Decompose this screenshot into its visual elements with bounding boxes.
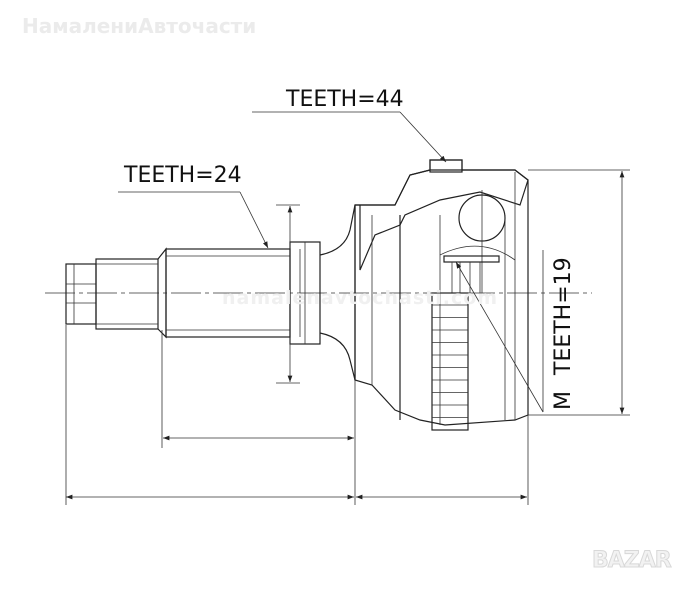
label-teeth-24: TEETH=24 bbox=[123, 163, 242, 188]
label-thread-m: M bbox=[551, 391, 576, 410]
callout-teeth-24: TEETH=24 bbox=[118, 163, 269, 249]
label-teeth-44: TEETH=44 bbox=[285, 87, 404, 112]
bazar-logo: BAZAR bbox=[592, 548, 673, 574]
callout-teeth-44: TEETH=44 bbox=[252, 87, 447, 163]
callout-teeth-19: TEETH=19 M bbox=[455, 250, 576, 413]
outer-housing bbox=[354, 159, 529, 426]
abs-ring bbox=[431, 292, 469, 431]
watermark-top: НамалениАвточасти bbox=[22, 14, 257, 38]
dimension-lines bbox=[65, 169, 630, 505]
label-teeth-19: TEETH=19 bbox=[551, 257, 576, 376]
watermark-center: namalenavtochasti.com bbox=[222, 287, 499, 309]
